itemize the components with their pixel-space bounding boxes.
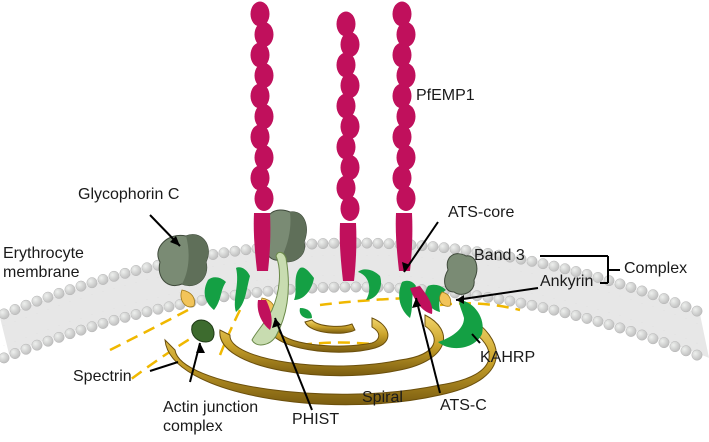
label-complex: Complex <box>624 260 688 277</box>
kahrp-proteins <box>204 267 483 349</box>
label-phist: PHIST <box>292 411 340 428</box>
pfemp1-chains <box>250 1 416 281</box>
label-pfemp1: PfEMP1 <box>416 87 475 104</box>
label-band3: Band 3 <box>474 247 525 264</box>
label-kahrp: KAHRP <box>480 349 536 366</box>
label-spiral: Spiral <box>362 389 403 406</box>
label-ankyrin: Ankyrin <box>540 273 594 290</box>
label-spectrin: Spectrin <box>73 368 132 385</box>
label-glycophorin-c: Glycophorin C <box>78 186 180 203</box>
band3-protein <box>444 253 478 295</box>
arrowheads <box>170 236 464 353</box>
label-ats-c: ATS-C <box>440 397 487 414</box>
label-actin-junction-complex: Actin junction complex <box>163 399 259 435</box>
glycophorin-c-protein <box>157 234 209 286</box>
phist-protein <box>251 251 289 346</box>
ats-c-domains <box>257 286 433 330</box>
band3-protein-left <box>264 209 307 263</box>
actin-junction-complex <box>191 319 215 343</box>
label-erythrocyte-membrane: Erythrocyte membrane <box>3 245 84 281</box>
label-ats-core: ATS-core <box>448 204 515 221</box>
spiral <box>164 314 497 406</box>
